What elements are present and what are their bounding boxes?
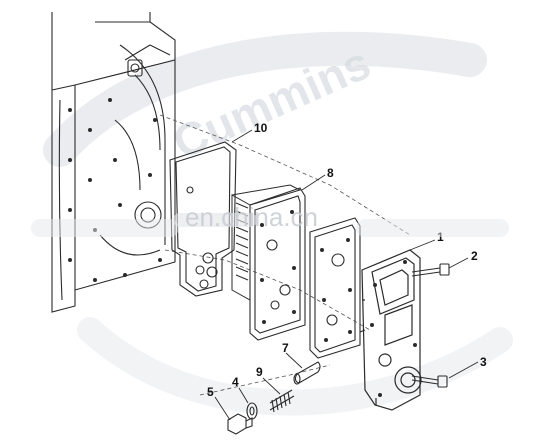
watermark-site: en.china.cn [185, 202, 318, 232]
callout-4: 4 [232, 375, 239, 389]
gasket-10 [169, 141, 237, 297]
cooler-housing-1 [359, 249, 422, 411]
alignment-lines [159, 114, 411, 396]
site-watermark: en.china.cn [31, 202, 509, 237]
plug-5 [227, 413, 253, 435]
bolt-2 [411, 263, 450, 277]
callout-9: 9 [256, 365, 263, 379]
callout-10: 10 [254, 121, 268, 135]
cooler-plate-8 [249, 187, 306, 341]
callout-8: 8 [327, 166, 334, 180]
callout-3: 3 [480, 355, 487, 369]
callout-2: 2 [471, 249, 478, 263]
bolt-3 [411, 375, 448, 388]
engine-block [51, 12, 176, 313]
pin-7 [293, 361, 321, 385]
cooler-gasket [309, 217, 361, 359]
callout-5: 5 [207, 385, 214, 399]
watermark-swoosh [43, 31, 513, 416]
callout-leaders [214, 129, 479, 421]
callout-7: 7 [282, 341, 289, 355]
spring-9 [269, 389, 295, 413]
